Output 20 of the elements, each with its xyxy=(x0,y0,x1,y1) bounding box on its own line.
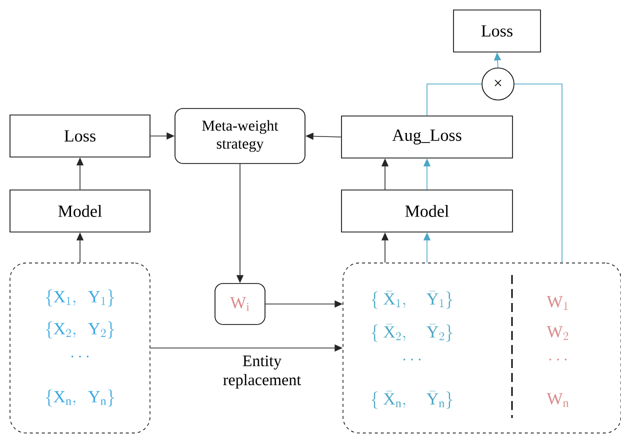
process-box: Aug_Loss xyxy=(341,116,513,158)
rounded-box: W$_{i}$ xyxy=(214,283,266,325)
set-entry: $\{\ \bar{\mathrm{X}}_1,\quad \bar{\mathrm{Y}}_1\}$ xyxy=(372,290,452,309)
edge-label: Entity replacement xyxy=(221,354,303,390)
process-box: Model xyxy=(341,190,513,232)
set-entry: $\cdots$ xyxy=(71,356,89,358)
set-entry: $\{\mathrm{X}_1,\ \ \mathrm{Y}_1\}$ xyxy=(46,289,114,307)
set-entry: $\{\ \bar{\mathrm{X}}_\mathrm{n},\quad \bar{\mathrm{Y}}_\mathrm{n}\}$ xyxy=(371,390,453,409)
set-entry: $\mathrm{W}_\mathrm{n}$ xyxy=(546,393,569,407)
set-entry: $\cdots$ xyxy=(403,358,421,360)
set-entry: $\{\mathrm{X}_2,\ \ \mathrm{Y}_2\}$ xyxy=(46,321,114,339)
process-box: Loss xyxy=(453,10,541,52)
set-entry: $\mathrm{W}_2$ xyxy=(546,326,568,340)
set-entry: $\cdots$ xyxy=(549,358,567,360)
process-box: Loss xyxy=(10,114,150,158)
set-entry: $\mathrm{W}_1$ xyxy=(546,296,568,310)
set-entry: $\{\ \bar{\mathrm{X}}_2,\quad \bar{\mathrm{Y}}_2\}$ xyxy=(372,324,452,342)
set-entry: $\{\mathrm{X}_\mathrm{n},\ \ \mathrm{Y}_\mathrm{n}\}$ xyxy=(46,389,114,407)
process-box: Model xyxy=(10,190,150,232)
rounded-box: Meta-weight strategy xyxy=(174,108,306,164)
